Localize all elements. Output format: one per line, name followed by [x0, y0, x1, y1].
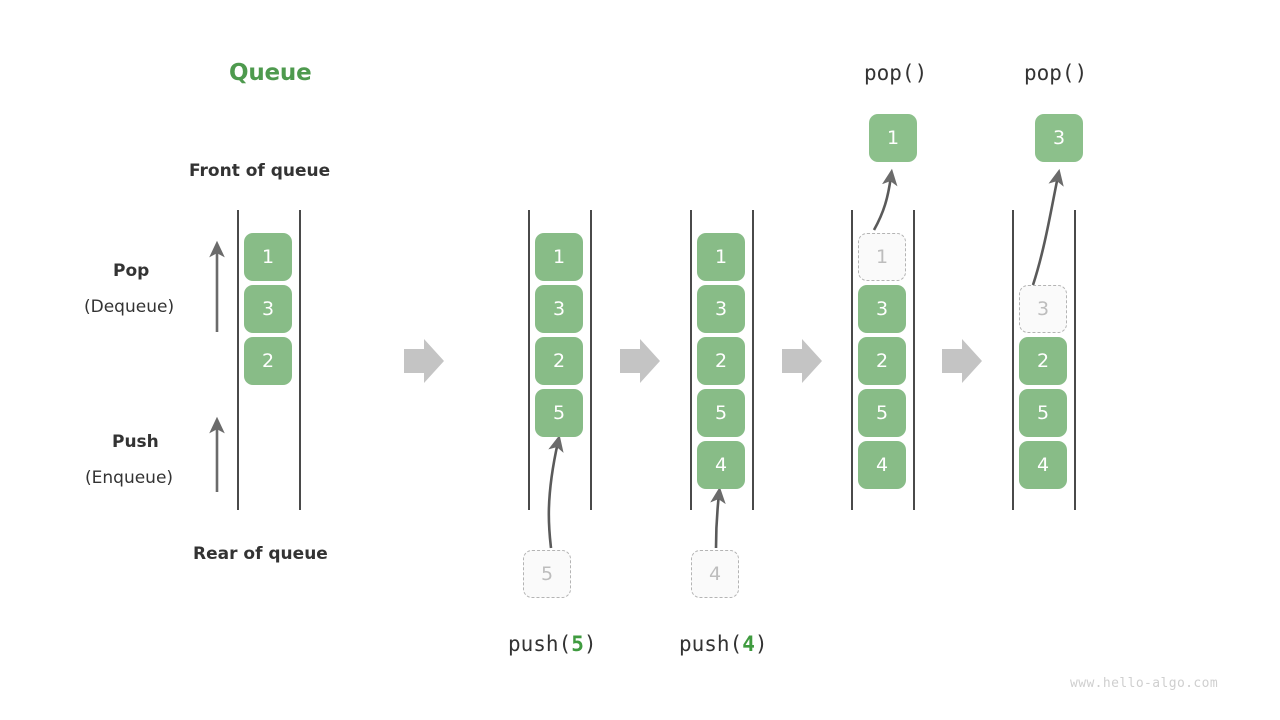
queue-cell: 3 [535, 285, 583, 333]
rear-of-queue-label: Rear of queue [193, 544, 328, 564]
queue-cell: 1 [697, 233, 745, 281]
queue-cell-ghost: 3 [1019, 285, 1067, 333]
queue-cell: 4 [858, 441, 906, 489]
caption-suffix: ) [583, 632, 597, 656]
panel-caption: push(4) [679, 632, 768, 656]
step-arrow-1 [404, 339, 444, 383]
queue-cell: 2 [244, 337, 292, 385]
caption-arg: 4 [742, 632, 755, 656]
pop-label: Pop [113, 261, 150, 281]
queue-rail-right [913, 210, 915, 510]
caption-arg: 5 [571, 632, 584, 656]
popped-cell: 3 [1035, 114, 1083, 162]
queue-cell: 3 [858, 285, 906, 333]
push-4-arrow [710, 486, 726, 549]
queue-cell: 1 [535, 233, 583, 281]
queue-cell: 5 [535, 389, 583, 437]
queue-rail-left [1012, 210, 1014, 510]
step-arrow-4 [942, 339, 982, 383]
step-arrow-3 [782, 339, 822, 383]
page-title: Queue [229, 60, 312, 86]
queue-cell: 3 [244, 285, 292, 333]
queue-cell: 4 [1019, 441, 1067, 489]
popped-cell: 1 [869, 114, 917, 162]
incoming-ghost-cell: 4 [691, 550, 739, 598]
front-of-queue-label: Front of queue [189, 161, 331, 181]
queue-cell: 5 [697, 389, 745, 437]
queue-cell-ghost: 1 [858, 233, 906, 281]
push-label: Push [112, 432, 159, 452]
queue-cell: 3 [697, 285, 745, 333]
queue-rail-right [299, 210, 301, 510]
queue-rail-right [590, 210, 592, 510]
caption-prefix: push( [508, 632, 572, 656]
incoming-ghost-cell: 5 [523, 550, 571, 598]
pop-alt-label: (Dequeue) [84, 297, 175, 317]
queue-cell: 5 [858, 389, 906, 437]
caption-suffix: ) [754, 632, 768, 656]
queue-cell: 4 [697, 441, 745, 489]
queue-rail-left [528, 210, 530, 510]
panel-caption: push(5) [508, 632, 597, 656]
push-5-arrow [547, 434, 564, 549]
step-arrow-2 [620, 339, 660, 383]
queue-rail-right [752, 210, 754, 510]
queue-cell: 2 [1019, 337, 1067, 385]
queue-cell: 2 [535, 337, 583, 385]
push-alt-label: (Enqueue) [85, 468, 174, 488]
queue-rail-right [1074, 210, 1076, 510]
pop-op-label: pop() [864, 61, 928, 85]
caption-prefix: push( [679, 632, 743, 656]
queue-cell: 5 [1019, 389, 1067, 437]
queue-cell: 1 [244, 233, 292, 281]
queue-rail-left [690, 210, 692, 510]
queue-cell: 2 [697, 337, 745, 385]
queue-cell: 2 [858, 337, 906, 385]
pop-1-arrow [872, 168, 898, 231]
queue-rail-left [851, 210, 853, 510]
queue-rail-left [237, 210, 239, 510]
pop-3-arrow [1031, 168, 1064, 286]
watermark: www.hello-algo.com [1070, 676, 1219, 691]
pop-op-label: pop() [1024, 61, 1088, 85]
